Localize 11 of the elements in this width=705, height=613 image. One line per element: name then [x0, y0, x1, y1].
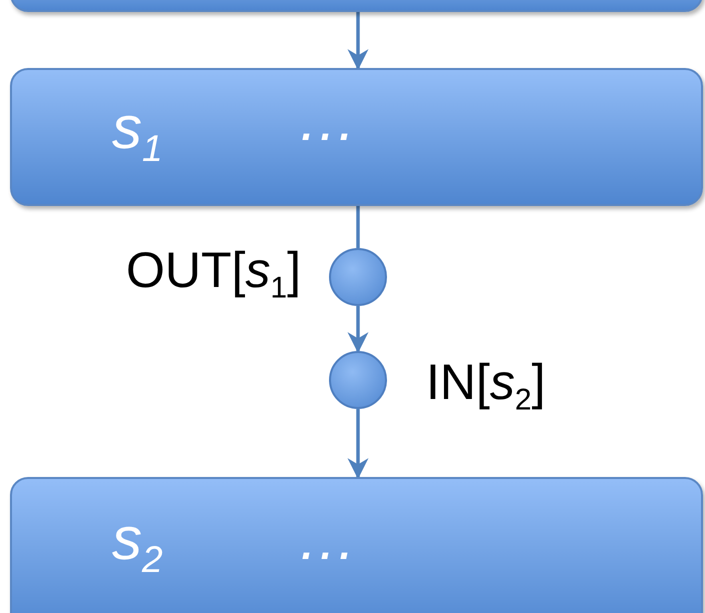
process-box	[10, 68, 703, 206]
state-label: s$_{2}$	[112, 509, 163, 578]
arrow	[348, 12, 368, 70]
state-label: s$_{1}$	[112, 98, 163, 168]
set-label: OUT[s$_{1}$]	[126, 245, 301, 304]
arrow	[348, 409, 368, 480]
arrow	[348, 306, 368, 354]
ellipsis-text: …	[297, 90, 357, 150]
process-box	[10, 477, 703, 613]
ellipsis-text: …	[297, 509, 357, 569]
set-label: IN[s$_{2}$]	[426, 357, 546, 416]
